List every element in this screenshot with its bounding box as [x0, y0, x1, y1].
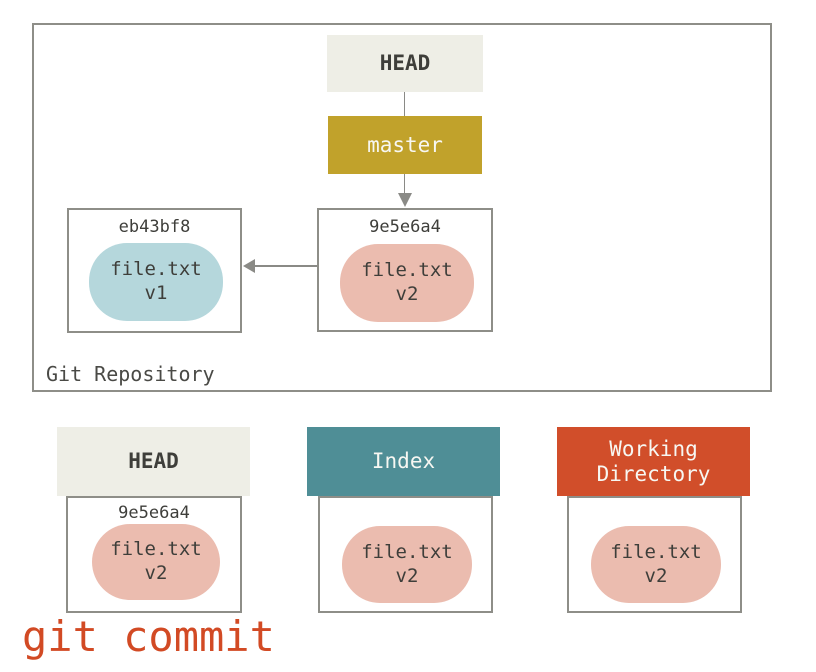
working-directory-area-box: file.txt v2	[567, 496, 742, 613]
command-caption: git commit	[22, 612, 275, 661]
parent-arrowhead-icon	[243, 259, 255, 273]
head-pointer-card: HEAD	[327, 35, 483, 92]
master-to-commit-arrow-line	[404, 174, 405, 194]
index-area-header: Index	[307, 427, 500, 496]
index-area-box: file.txt v2	[318, 496, 493, 613]
file-blob-v2-commit: file.txt v2	[340, 244, 474, 322]
master-to-commit-arrowhead-icon	[398, 193, 412, 207]
master-branch-card: master	[328, 116, 482, 174]
index-area-label: Index	[371, 449, 436, 474]
git-repository-label: Git Repository	[46, 362, 215, 386]
file-name: file.txt	[361, 540, 453, 563]
working-directory-area-header: Working Directory	[557, 427, 750, 496]
file-version: v2	[395, 564, 419, 587]
file-name: file.txt	[361, 259, 453, 282]
file-name: file.txt	[110, 538, 202, 561]
head-area-label: HEAD	[128, 449, 179, 474]
working-directory-area-label: Working Directory	[596, 437, 711, 486]
file-blob-v2-head: file.txt v2	[92, 524, 220, 600]
file-blob-v2-index: file.txt v2	[342, 526, 472, 603]
file-version: v2	[644, 564, 668, 587]
head-area-hash: 9e5e6a4	[118, 503, 190, 523]
commit-hash-new: 9e5e6a4	[369, 217, 441, 237]
head-area-box: 9e5e6a4 file.txt v2	[66, 496, 242, 613]
file-version: v2	[395, 283, 419, 305]
file-version: v1	[144, 282, 168, 304]
master-branch-label: master	[367, 132, 443, 157]
file-blob-v1: file.txt v1	[89, 243, 223, 321]
head-pointer-label: HEAD	[379, 51, 431, 76]
file-name: file.txt	[610, 540, 702, 563]
parent-arrow-line	[254, 265, 317, 267]
commit-box-old: eb43bf8 file.txt v1	[67, 208, 242, 333]
head-to-master-connector	[404, 92, 405, 116]
file-blob-v2-workdir: file.txt v2	[591, 526, 721, 603]
commit-box-new: 9e5e6a4 file.txt v2	[317, 208, 493, 332]
file-version: v2	[144, 562, 168, 584]
commit-hash-old: eb43bf8	[118, 217, 191, 237]
head-area-header: HEAD	[57, 427, 250, 496]
file-name: file.txt	[110, 258, 202, 281]
